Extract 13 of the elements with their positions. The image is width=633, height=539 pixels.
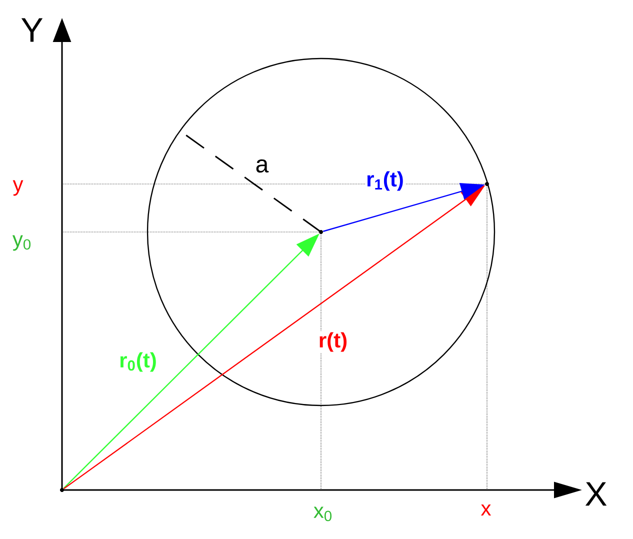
dimension-label: a [256, 159, 269, 173]
axis-label: X [585, 482, 607, 506]
point [485, 182, 489, 186]
edge-label: r(t) [320, 332, 347, 352]
axis-value: x [480, 504, 492, 516]
edge-label: r$_{0}$(t) [120, 352, 156, 372]
axis-value: x$_{0}$ [314, 506, 332, 522]
axis-value: y [12, 180, 24, 196]
edge-label: r$_{1}$(t) [367, 171, 403, 191]
point [60, 488, 64, 492]
point [319, 230, 323, 234]
axis-value: y$_{0}$ [12, 235, 31, 251]
axis-label: Y [21, 18, 43, 42]
